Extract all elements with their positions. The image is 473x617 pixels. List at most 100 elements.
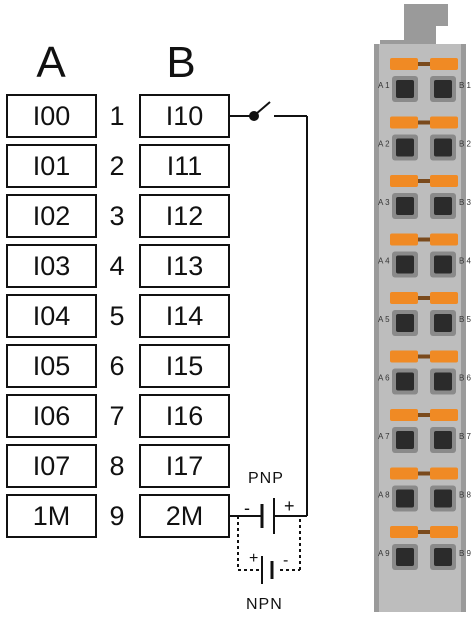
wire-hole-a: [396, 255, 414, 274]
orange-lever-a: [390, 467, 418, 480]
terminal-number: 7: [109, 401, 125, 431]
orange-lever-a: [390, 233, 418, 246]
orange-lever-a: [390, 116, 418, 129]
terminal-label-a: A 1: [378, 81, 390, 90]
cell-b: I10: [139, 94, 230, 138]
wire-hole-b: [434, 431, 452, 449]
wire-hole-b: [434, 489, 452, 508]
orange-lever-a: [390, 292, 418, 304]
terminal-label-a: A 3: [378, 198, 390, 207]
pnp-battery: [230, 498, 296, 534]
terminal-number: 4: [109, 251, 125, 281]
terminal-number: 2: [109, 151, 125, 181]
orange-lever-b: [430, 233, 458, 246]
orange-lever-a: [390, 58, 418, 70]
orange-lever-a: [390, 175, 418, 187]
wire-hole-b: [434, 255, 452, 274]
lever-bridge: [418, 179, 430, 183]
orange-lever-a: [390, 350, 418, 363]
cell-b: I15: [139, 344, 230, 388]
wire-hole-a: [396, 80, 414, 98]
terminal-block-image: A 1 B 1 A 2 B 2 A 3 B 3 A 4 B 4 A 5 B 5 A 6 B 6 A 7 B…: [374, 4, 472, 612]
terminal-label-b: B 7: [459, 432, 472, 441]
terminal-number: 8: [109, 451, 125, 481]
terminal-label-a: A 6: [378, 374, 390, 383]
npn-battery-plates: [261, 556, 274, 584]
npn-label: NPN: [246, 596, 283, 613]
orange-lever-b: [430, 467, 458, 480]
terminal-label-b: B 1: [459, 81, 472, 90]
orange-lever-b: [430, 526, 458, 538]
wire-hole-a: [396, 314, 414, 332]
lever-bridge: [418, 237, 430, 242]
cell-a: I07: [6, 444, 97, 488]
terminal-label-b: B 2: [459, 140, 472, 149]
wire-hole-b: [434, 548, 452, 566]
wire-hole-a: [396, 489, 414, 508]
cell-b: I16: [139, 394, 230, 438]
terminal-number: 6: [109, 351, 125, 381]
cell-b: 2M: [139, 494, 230, 538]
housing-edge-left: [374, 44, 379, 612]
cell-a: I04: [6, 294, 97, 338]
terminal-label-b: B 5: [459, 315, 472, 324]
pnp-label: PNP: [248, 470, 284, 487]
cell-a: 1M: [6, 494, 97, 538]
lever-bridge: [418, 530, 430, 534]
terminal-label-b: B 9: [459, 549, 472, 558]
cell-b: I12: [139, 194, 230, 238]
terminal-label-b: B 8: [459, 491, 472, 500]
cell-a: I00: [6, 94, 97, 138]
terminal-label-a: A 5: [378, 315, 390, 324]
lever-bridge: [418, 120, 430, 125]
terminal-label-b: B 4: [459, 257, 472, 266]
column-b-header: B: [166, 38, 196, 87]
orange-lever-b: [430, 58, 458, 70]
cell-a: I02: [6, 194, 97, 238]
wire-hole-a: [396, 431, 414, 449]
lever-bridge: [418, 62, 430, 66]
switch-wire: [230, 101, 308, 517]
terminal-label-a: A 4: [378, 257, 390, 266]
terminal-label-b: B 6: [459, 374, 472, 383]
terminal-label-b: B 3: [459, 198, 472, 207]
pnp-minus-sign: -: [244, 498, 251, 518]
npn-battery: [237, 516, 301, 571]
wire-hole-b: [434, 80, 452, 98]
terminal-number: 3: [109, 201, 125, 231]
lever-bridge: [418, 354, 430, 359]
orange-lever-b: [430, 175, 458, 187]
orange-lever-b: [430, 292, 458, 304]
cell-b: I11: [139, 144, 230, 188]
cell-a: I05: [6, 344, 97, 388]
wire-hole-b: [434, 372, 452, 391]
cell-b: I14: [139, 294, 230, 338]
lever-bridge: [418, 296, 430, 300]
npn-plus-sign: +: [249, 550, 260, 567]
cell-a: I03: [6, 244, 97, 288]
terminal-number: 1: [109, 101, 125, 131]
cell-a: I01: [6, 144, 97, 188]
lever-bridge: [418, 471, 430, 476]
wire-hole-b: [434, 314, 452, 332]
terminal-label-a: A 7: [378, 432, 390, 441]
wire-hole-a: [396, 372, 414, 391]
orange-lever-b: [430, 350, 458, 363]
wire-hole-a: [396, 138, 414, 157]
lever-bridge: [418, 413, 430, 417]
orange-lever-b: [430, 409, 458, 421]
wire-hole-b: [434, 138, 452, 157]
wire-hole-a: [396, 548, 414, 566]
pnp-plus-sign: +: [284, 496, 296, 516]
terminal-label-a: A 2: [378, 140, 390, 149]
orange-lever-a: [390, 409, 418, 421]
cell-b: I17: [139, 444, 230, 488]
terminal-label-a: A 8: [378, 491, 390, 500]
terminal-number: 5: [109, 301, 125, 331]
terminal-label-a: A 9: [378, 549, 390, 558]
wire-hole-a: [396, 197, 414, 215]
orange-lever-a: [390, 526, 418, 538]
orange-lever-b: [430, 116, 458, 129]
